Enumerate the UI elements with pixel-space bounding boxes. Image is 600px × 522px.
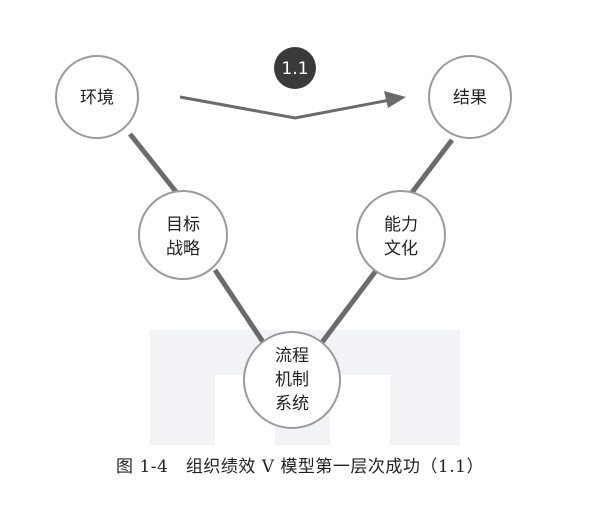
node-capability-label-line2: 文化 xyxy=(384,239,418,259)
node-environment: 环境 xyxy=(55,55,139,139)
node-process-label-line1: 流程 xyxy=(275,346,309,366)
connector-strategy-process xyxy=(212,268,268,347)
node-result-label: 结果 xyxy=(453,88,487,108)
arrowhead-icon xyxy=(384,91,406,108)
step-badge: 1.1 xyxy=(274,47,316,89)
node-strategy-label-line1: 目标 xyxy=(166,215,200,235)
node-environment-label: 环境 xyxy=(80,88,114,108)
connector-process-capability xyxy=(318,266,380,347)
node-strategy: 目标 战略 xyxy=(138,190,228,280)
node-capability: 能力 文化 xyxy=(356,190,446,280)
node-process-label-line2: 机制 xyxy=(275,370,309,390)
arrow-environment-to-result xyxy=(179,91,406,120)
node-result: 结果 xyxy=(428,55,512,139)
node-strategy-label-line2: 战略 xyxy=(166,239,200,259)
node-process: 流程 机制 系统 xyxy=(243,331,341,429)
connector-environment-strategy xyxy=(128,132,179,195)
node-capability-label-line1: 能力 xyxy=(384,215,418,235)
node-process-label-line3: 系统 xyxy=(275,394,309,414)
connector-lines xyxy=(128,132,454,347)
connector-capability-result xyxy=(408,138,454,197)
badge-label: 1.1 xyxy=(281,59,308,79)
figure-caption: 图 1-4 组织绩效 V 模型第一层次成功（1.1） xyxy=(116,457,484,477)
